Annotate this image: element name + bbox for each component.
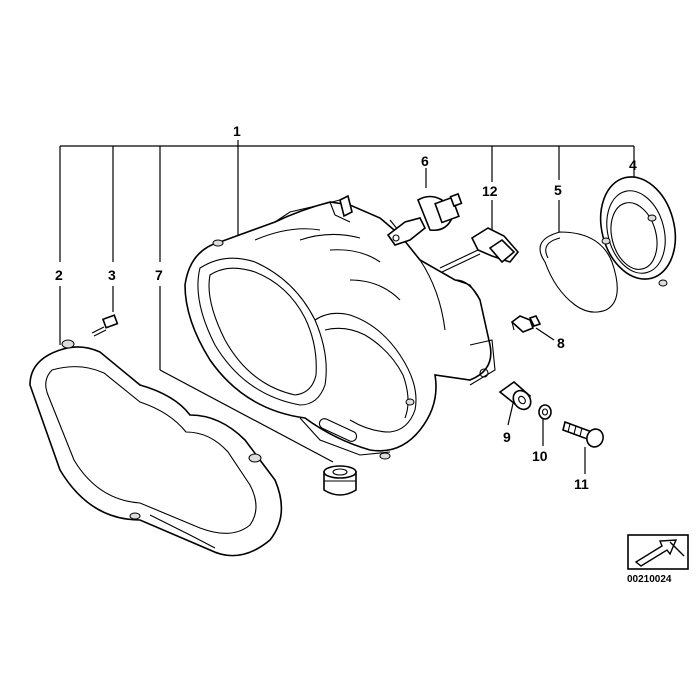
rubber-grommet <box>323 465 357 496</box>
retaining-ring <box>539 231 618 313</box>
callout-2: 2 <box>55 267 63 283</box>
bulb-holder <box>439 227 520 273</box>
front-bezel-frame <box>29 339 283 557</box>
bolt <box>562 420 604 448</box>
callout-10: 10 <box>532 448 548 464</box>
leader-lines <box>59 140 635 474</box>
callout-labels: 1 2 3 4 5 6 7 8 9 10 11 12 <box>55 123 637 492</box>
arrow-in-box-icon <box>627 534 689 570</box>
callout-12: 12 <box>482 183 498 199</box>
callout-8: 8 <box>557 335 565 351</box>
round-cover <box>599 176 677 287</box>
callout-9: 9 <box>503 429 511 445</box>
callout-5: 5 <box>554 182 562 198</box>
spacer-sleeve <box>498 380 532 411</box>
callout-3: 3 <box>108 267 116 283</box>
adjusting-screw <box>510 315 542 333</box>
reference-number: 00210024 <box>627 574 672 585</box>
callout-11: 11 <box>574 476 589 492</box>
callout-7: 7 <box>155 267 163 283</box>
callout-6: 6 <box>421 153 429 169</box>
callout-4: 4 <box>629 157 637 173</box>
bulb <box>386 192 463 246</box>
washer <box>538 404 552 420</box>
screw <box>91 314 119 337</box>
headlight-housing <box>184 194 496 460</box>
callout-1: 1 <box>233 123 241 139</box>
